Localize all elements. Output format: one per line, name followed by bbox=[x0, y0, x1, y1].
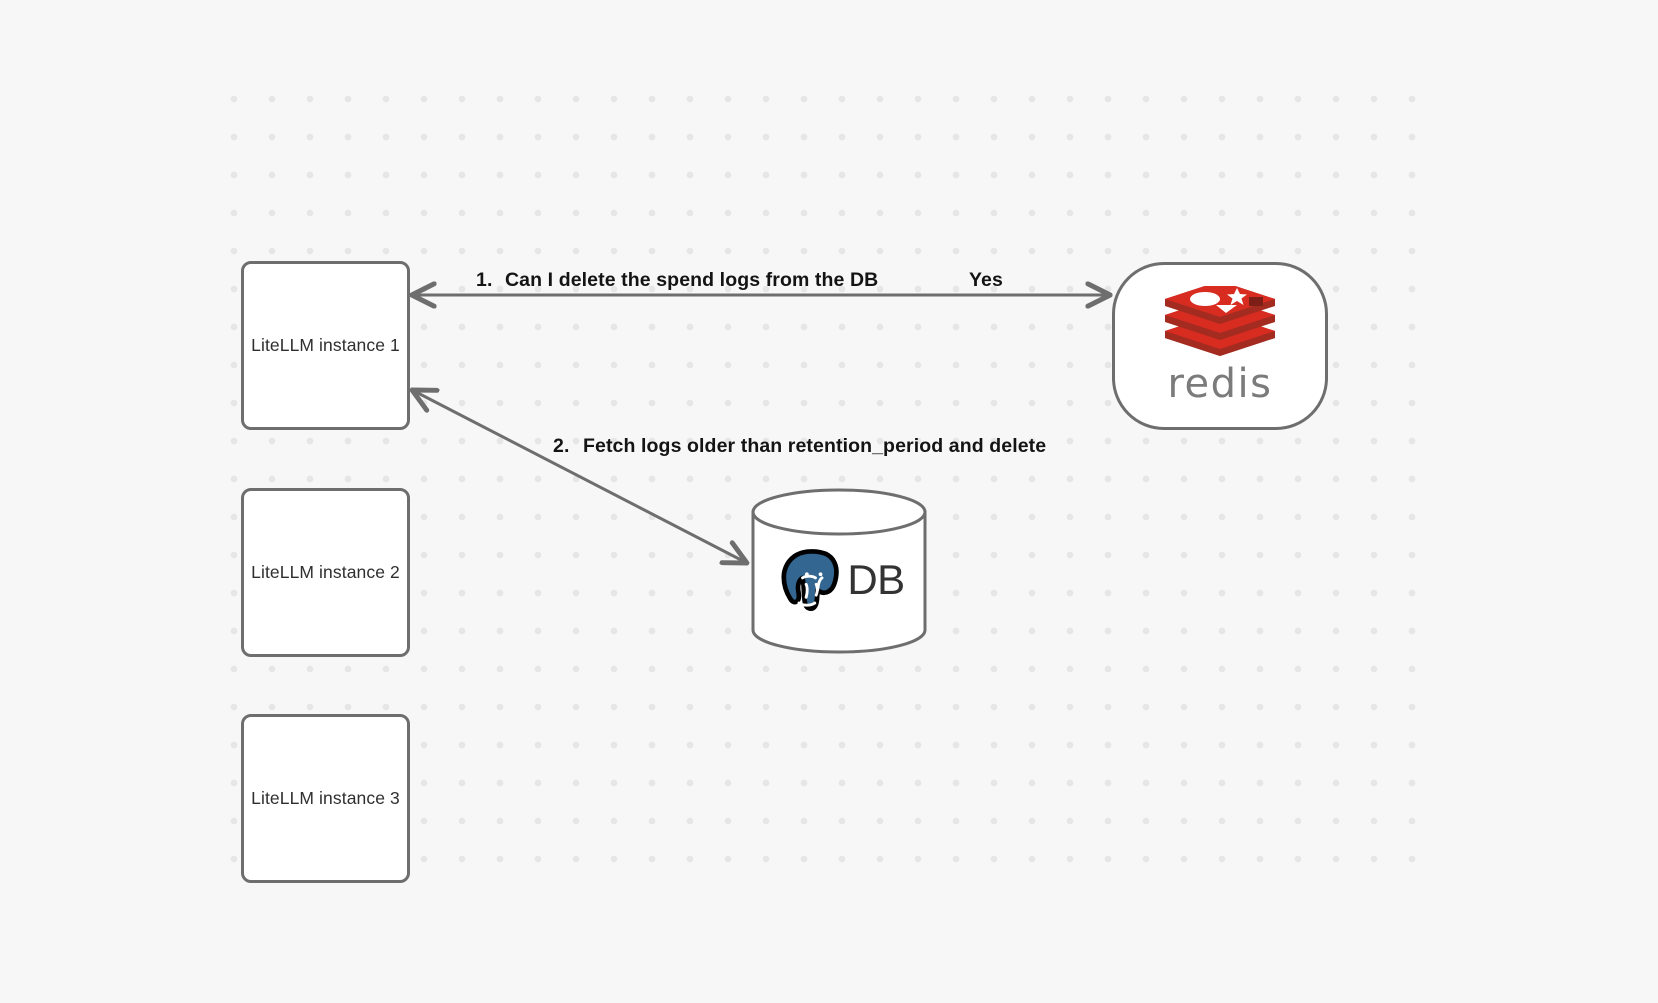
edge-1-step-number: 1. bbox=[476, 269, 493, 291]
redis-stack-icon bbox=[1165, 286, 1275, 356]
redis-logo: redis bbox=[1161, 286, 1279, 404]
node-redis[interactable]: redis bbox=[1112, 262, 1328, 430]
edge-2-step-number: 2. bbox=[553, 435, 570, 457]
db-label: DB bbox=[847, 556, 905, 603]
db-contents: DB bbox=[753, 492, 925, 650]
postgresql-elephant-icon bbox=[781, 549, 840, 612]
node-label: LiteLLM instance 1 bbox=[251, 335, 400, 355]
node-litellm-instance-3[interactable]: LiteLLM instance 3 bbox=[241, 714, 410, 883]
edge-1-response-label: Yes bbox=[969, 269, 1003, 291]
edge-2-label: Fetch logs older than retention_period a… bbox=[583, 435, 1047, 457]
redis-wordmark: redis bbox=[1167, 361, 1273, 407]
edge-1-label: Can I delete the spend logs from the DB bbox=[505, 269, 879, 291]
node-label: LiteLLM instance 3 bbox=[251, 788, 400, 808]
node-database[interactable]: DB bbox=[753, 492, 925, 650]
node-litellm-instance-2[interactable]: LiteLLM instance 2 bbox=[241, 488, 410, 657]
node-label: LiteLLM instance 2 bbox=[251, 562, 400, 582]
node-litellm-instance-1[interactable]: LiteLLM instance 1 bbox=[241, 261, 410, 430]
